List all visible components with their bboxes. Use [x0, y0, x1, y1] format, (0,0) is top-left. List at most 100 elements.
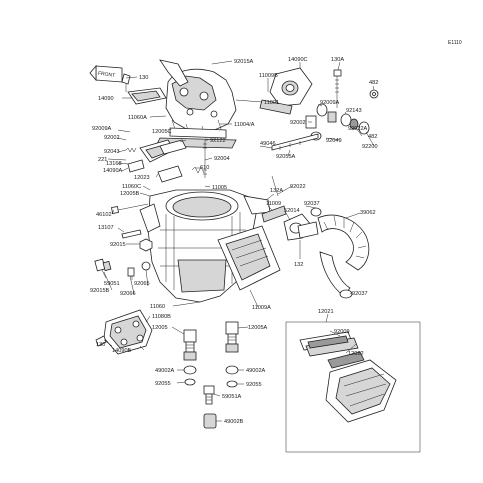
label-221: 221	[98, 157, 107, 163]
front-badge-text: FRONT	[98, 71, 116, 79]
label-46102: 46102	[96, 212, 112, 218]
label-59051a: 59051A	[222, 394, 242, 400]
label-11001: 11001	[264, 100, 279, 106]
label-132: 132	[294, 262, 303, 268]
clamp-92037-bottom	[339, 289, 353, 299]
label-59051: 59051	[104, 281, 120, 287]
label-92009: 92009	[334, 329, 350, 335]
label-92009a: 92009A	[320, 100, 340, 106]
label-12023: 12023	[134, 175, 150, 181]
label-92049: 92049	[326, 138, 342, 144]
dowel-13107	[121, 229, 142, 239]
label-92002-left: 92002	[104, 135, 120, 141]
hose-39062	[317, 214, 370, 297]
label-92055a: 92055A	[276, 154, 296, 160]
washer-92065	[141, 261, 151, 271]
fitting-column-right	[225, 321, 239, 388]
part-labels: 130 14090 92015A 11009B 14090C 130A 482 …	[90, 57, 378, 425]
label-11004a: 11004/A	[234, 122, 255, 128]
elbow-52014	[261, 205, 319, 241]
clamp-92037-top	[310, 207, 322, 217]
label-92002-top: 92002	[290, 120, 306, 126]
outlet-cover-14090c	[269, 67, 313, 107]
reference-code: E1110	[448, 40, 462, 46]
label-14090c: 14090C	[288, 57, 308, 63]
label-92055-right: 92055	[246, 382, 262, 388]
label-12005a: 12005A	[248, 325, 268, 331]
rod-49046	[271, 133, 319, 151]
part-12023	[157, 165, 183, 183]
label-92022: 92022	[290, 184, 306, 190]
label-12022: 12022	[348, 351, 364, 357]
cylinder-head	[159, 59, 237, 139]
label-11009a: 11009A	[252, 305, 271, 311]
gasket-11009b	[259, 99, 293, 115]
label-13107: 13107	[98, 225, 114, 231]
nut-92015	[139, 238, 153, 252]
plug-59051	[94, 258, 112, 272]
bolt-132a	[271, 175, 279, 197]
label-92037-bottom: 92037	[352, 291, 368, 297]
label-92022a: 92022A	[348, 126, 368, 132]
label-39062: 39062	[360, 210, 376, 216]
exhaust-flange	[217, 225, 281, 291]
label-92055-left: 92055	[155, 381, 171, 387]
stud-92004	[203, 140, 207, 178]
label-52014: 52014	[284, 208, 300, 214]
label-11009: 11009	[266, 201, 281, 207]
label-130a: 130A	[331, 57, 344, 63]
label-11060c: 11060C	[122, 184, 141, 190]
label-12005c: 12005C	[152, 129, 172, 135]
label-92009a-left: 92009A	[92, 126, 112, 132]
cover-14090	[127, 87, 167, 105]
label-92004: 92004	[214, 156, 230, 162]
spring-92043	[125, 147, 137, 153]
cylinder-block	[139, 189, 271, 303]
label-11009b: 11009B	[259, 73, 278, 79]
label-482-mid: 482	[368, 134, 377, 140]
label-92043: 92043	[104, 149, 120, 155]
valve-12005c	[139, 139, 187, 163]
stud-130a	[333, 69, 342, 108]
fitting-column-left	[183, 329, 197, 386]
spring-610	[191, 166, 205, 174]
label-92066: 92066	[120, 291, 136, 297]
bolt-130-top	[121, 73, 131, 92]
label-13168: 13168	[106, 161, 122, 167]
label-92143: 92143	[346, 108, 362, 114]
label-49002a-right: 49002A	[246, 368, 266, 374]
part-13168	[127, 159, 145, 173]
label-49046: 49046	[260, 141, 276, 147]
label-92037-top: 92037	[304, 201, 320, 207]
cap-49002b	[203, 413, 217, 429]
label-12005b: 12005B	[120, 191, 140, 197]
label-92015b: 92015B	[90, 288, 110, 294]
label-11080b: 11080B	[152, 314, 171, 320]
label-12005: 12005	[152, 325, 168, 331]
label-482-top: 482	[369, 80, 378, 86]
label-14090a: 14090A	[103, 168, 123, 174]
label-92065: 92065	[134, 281, 150, 287]
label-12021: 12021	[318, 309, 334, 315]
leader-lines	[101, 60, 375, 422]
label-92122: 92122	[210, 138, 226, 144]
label-610: 610	[200, 165, 209, 171]
part-92066	[127, 267, 135, 277]
label-132a: 132A	[270, 188, 283, 194]
bolt-130-bottom	[95, 335, 107, 347]
label-130-bottom: 130	[96, 342, 105, 348]
label-92015a: 92015A	[234, 59, 254, 65]
front-direction-badge: FRONT	[89, 64, 123, 83]
reed-valve-inset	[285, 321, 421, 453]
label-14090b: 14090B	[112, 348, 132, 354]
plug-59051a	[203, 385, 215, 405]
label-92200: 92200	[362, 144, 378, 150]
label-130-top: 130	[139, 75, 148, 81]
label-92015: 92015	[110, 242, 126, 248]
label-11060: 11060	[150, 304, 165, 310]
label-11060a: 11060A	[128, 115, 147, 121]
label-11005: 11005	[212, 185, 227, 191]
label-49002a-left: 49002A	[155, 368, 175, 374]
label-14090: 14090	[98, 96, 114, 102]
